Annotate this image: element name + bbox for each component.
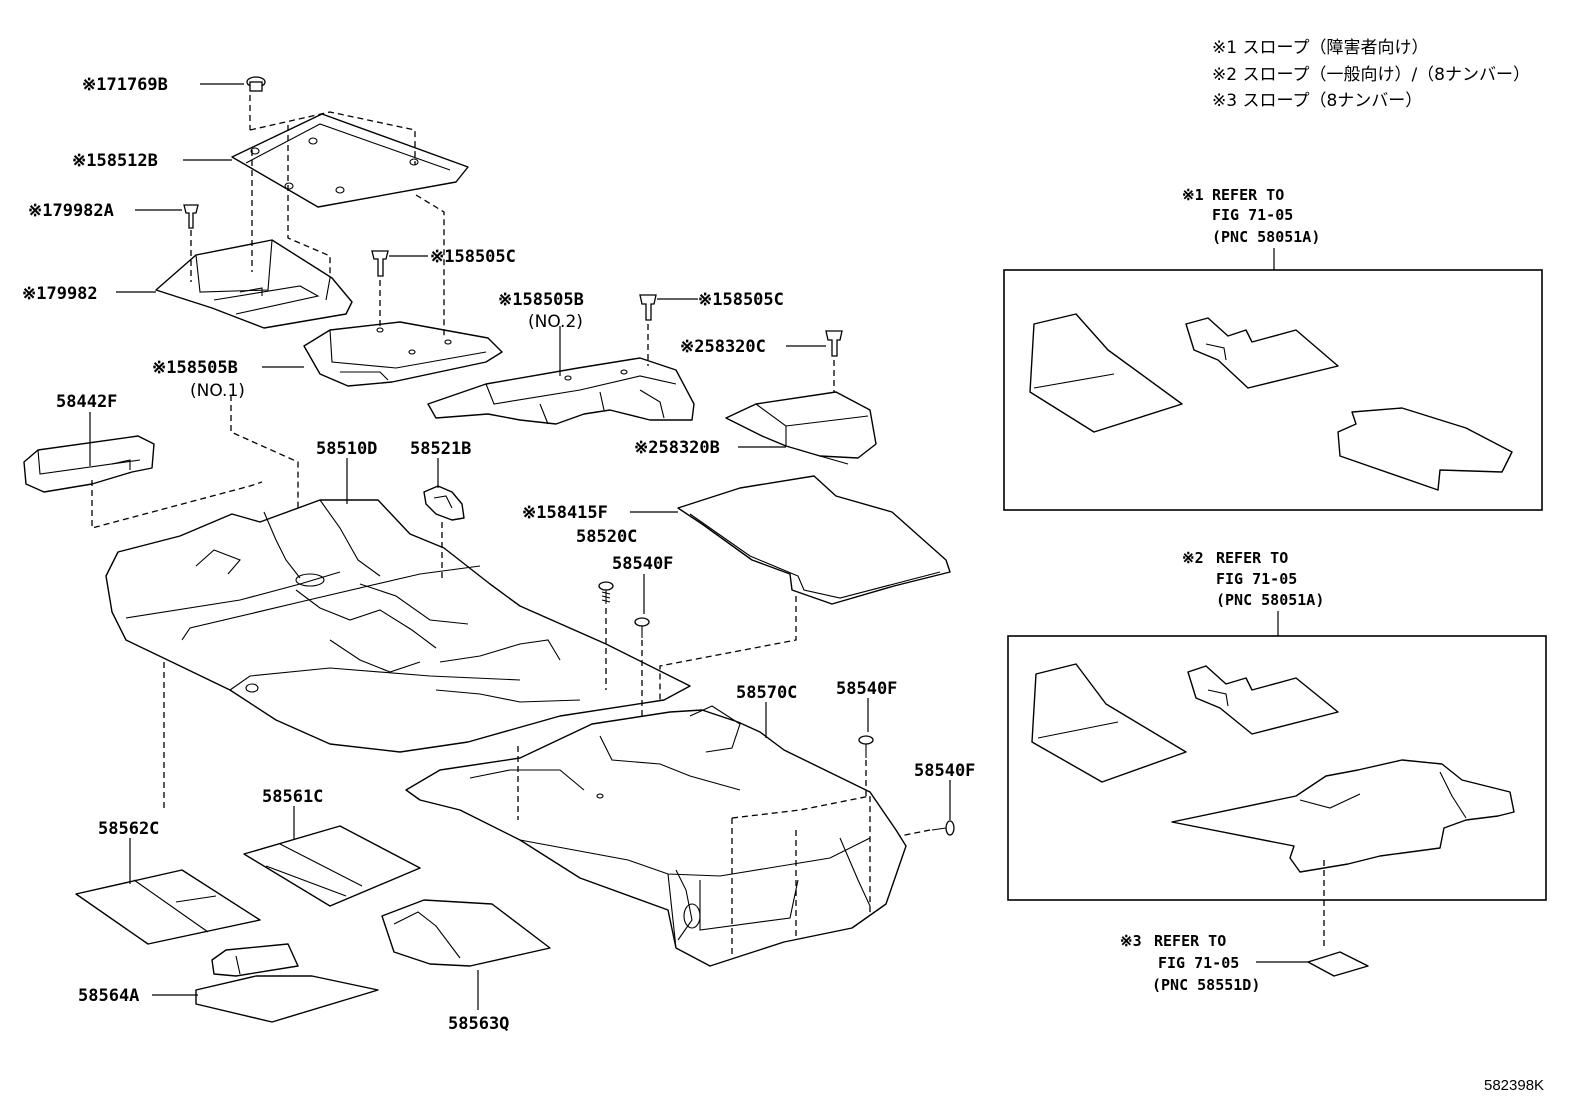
reference-2: ※2 REFER TO FIG 71-05 (PNC 58051A) [1007, 549, 1547, 901]
label-179982: ※179982 [22, 284, 98, 304]
notes-legend: ※1 スロープ（障害者向け） ※2 スロープ（一般向け）/（8ナンバー） ※3 … [1212, 38, 1530, 111]
cover-258320b [725, 391, 877, 465]
label-58442f: 58442F [56, 392, 117, 412]
reference-1: ※1 REFER TO FIG 71-05 (PNC 58051A) [1003, 186, 1543, 511]
label-158505b-no1: ※158505B [152, 358, 238, 378]
carpet-58510d [105, 499, 691, 753]
label-258320c: ※258320C [680, 337, 766, 357]
label-58570c: 58570C [736, 683, 797, 703]
clip-179982a [183, 204, 199, 229]
cover-158512b [231, 113, 469, 208]
label-58540f-c: 58540F [914, 761, 975, 781]
label-158505b-no2-sub: (NO.2) [528, 312, 583, 332]
mat-58564a [195, 943, 379, 1023]
label-58561c: 58561C [262, 787, 323, 807]
screw-58540f-c [931, 820, 955, 836]
label-58540f-b: 58540F [836, 679, 897, 699]
label-58520c: 58520C [576, 527, 637, 547]
diagram-code: 582398K [1484, 1077, 1544, 1094]
cover-158505b-no2 [427, 357, 695, 425]
label-158505b-no2: ※158505B [498, 290, 584, 310]
label-158505c-b: ※158505C [698, 290, 784, 310]
part-58442f [23, 435, 155, 493]
label-258320b: ※258320B [634, 438, 720, 458]
screw-58540f-b [858, 735, 874, 758]
ref3-line1: REFER TO [1154, 932, 1226, 950]
mat-58561c [243, 825, 421, 907]
ref1-mark: ※1 [1182, 186, 1204, 204]
ref1-line2: FIG 71-05 [1212, 206, 1293, 224]
ref2-line1: REFER TO [1216, 549, 1288, 567]
ref2-line3: (PNC 58051A) [1216, 591, 1324, 609]
label-179982a: ※179982A [28, 201, 114, 221]
note-1: ※1 スロープ（障害者向け） [1212, 38, 1428, 58]
label-58510d: 58510D [316, 439, 377, 459]
label-58564a: 58564A [78, 986, 139, 1006]
label-58521b: 58521B [410, 439, 471, 459]
cover-179982 [155, 239, 353, 329]
screw-58520c [598, 581, 614, 604]
label-58562c: 58562C [98, 819, 159, 839]
label-171769b: ※171769B [82, 75, 168, 95]
reference-3: ※3 REFER TO FIG 71-05 (PNC 58551D) [1120, 932, 1369, 994]
ref3-line2: FIG 71-05 [1158, 954, 1239, 972]
clip-158505c-a [371, 250, 389, 277]
ref1-line1: REFER TO [1212, 186, 1284, 204]
cover-158505b-no1 [303, 321, 503, 387]
ref2-line2: FIG 71-05 [1216, 570, 1297, 588]
label-58563q: 58563Q [448, 1014, 509, 1034]
ref3-line3: (PNC 58551D) [1152, 976, 1260, 994]
label-158415f: ※158415F [522, 503, 608, 523]
label-158505b-no1-sub: (NO.1) [190, 381, 245, 401]
ref1-line3: (PNC 58051A) [1212, 228, 1320, 246]
label-58540f-a: 58540F [612, 554, 673, 574]
mat-158415f [677, 475, 951, 605]
label-158505c-a: ※158505C [430, 247, 516, 267]
clip-258320c [825, 330, 843, 357]
clip-158505c-b [639, 294, 657, 321]
clip-171769b [246, 76, 266, 92]
note-3: ※3 スロープ（8ナンバー） [1212, 91, 1422, 111]
carpet-58570c [405, 705, 907, 967]
clip-58521b [423, 485, 465, 521]
screw-58540f-a [634, 617, 650, 638]
mat-58562c [75, 869, 261, 945]
mat-58563q [381, 899, 551, 967]
note-2: ※2 スロープ（一般向け）/（8ナンバー） [1212, 65, 1530, 85]
ref2-mark: ※2 [1182, 549, 1204, 567]
label-158512b: ※158512B [72, 151, 158, 171]
ref3-mark: ※3 [1120, 932, 1142, 950]
